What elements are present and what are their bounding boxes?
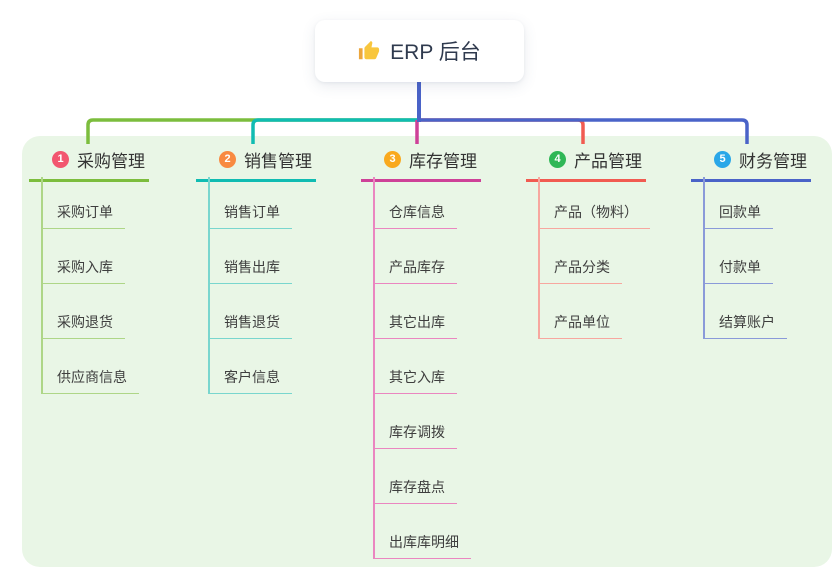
branch-trunk-line (538, 177, 540, 338)
child-node[interactable]: 产品分类 (538, 259, 622, 284)
branch-trunk-line (208, 177, 210, 393)
child-node[interactable]: 其它入库 (373, 369, 457, 394)
branch-header-finance[interactable]: 5 财务管理 (691, 147, 811, 182)
branch-header-product[interactable]: 4 产品管理 (526, 147, 646, 182)
root-node-label: ERP 后台 (390, 41, 481, 64)
branch-header-inventory[interactable]: 3 库存管理 (361, 147, 481, 182)
branch-trunk-line (41, 177, 43, 393)
child-node[interactable]: 供应商信息 (41, 369, 139, 394)
branch-number-badge: 2 (219, 151, 236, 168)
branch-number-badge: 3 (384, 151, 401, 168)
branch-trunk-line (373, 177, 375, 558)
child-node[interactable]: 其它出库 (373, 314, 457, 339)
child-node[interactable]: 付款单 (703, 259, 773, 284)
child-node[interactable]: 产品库存 (373, 259, 457, 284)
branch-number-badge: 4 (549, 151, 566, 168)
child-node[interactable]: 回款单 (703, 204, 773, 229)
child-node[interactable]: 采购入库 (41, 259, 125, 284)
child-node[interactable]: 销售出库 (208, 259, 292, 284)
child-node[interactable]: 库存调拨 (373, 424, 457, 449)
child-node[interactable]: 库存盘点 (373, 479, 457, 504)
child-node[interactable]: 销售退货 (208, 314, 292, 339)
branch-label: 库存管理 (409, 152, 477, 171)
child-node[interactable]: 出库库明细 (373, 534, 471, 559)
branch-number-badge: 5 (714, 151, 731, 168)
child-node[interactable]: 仓库信息 (373, 204, 457, 229)
branch-number-badge: 1 (52, 151, 69, 168)
branch-trunk-line (703, 177, 705, 338)
branch-label: 产品管理 (574, 152, 642, 171)
thumbs-up-icon (358, 40, 380, 62)
child-node[interactable]: 采购订单 (41, 204, 125, 229)
child-node[interactable]: 客户信息 (208, 369, 292, 394)
child-node[interactable]: 销售订单 (208, 204, 292, 229)
branch-background-panel (22, 136, 832, 567)
child-node[interactable]: 采购退货 (41, 314, 125, 339)
child-node[interactable]: 结算账户 (703, 314, 787, 339)
child-node[interactable]: 产品单位 (538, 314, 622, 339)
branch-label: 财务管理 (739, 152, 807, 171)
child-node[interactable]: 产品（物料） (538, 204, 650, 229)
branch-header-sales[interactable]: 2 销售管理 (196, 147, 316, 182)
branch-label: 采购管理 (77, 152, 145, 171)
branch-label: 销售管理 (244, 152, 312, 171)
root-node[interactable]: ERP 后台 (315, 20, 524, 82)
branch-header-purchase[interactable]: 1 采购管理 (29, 147, 149, 182)
